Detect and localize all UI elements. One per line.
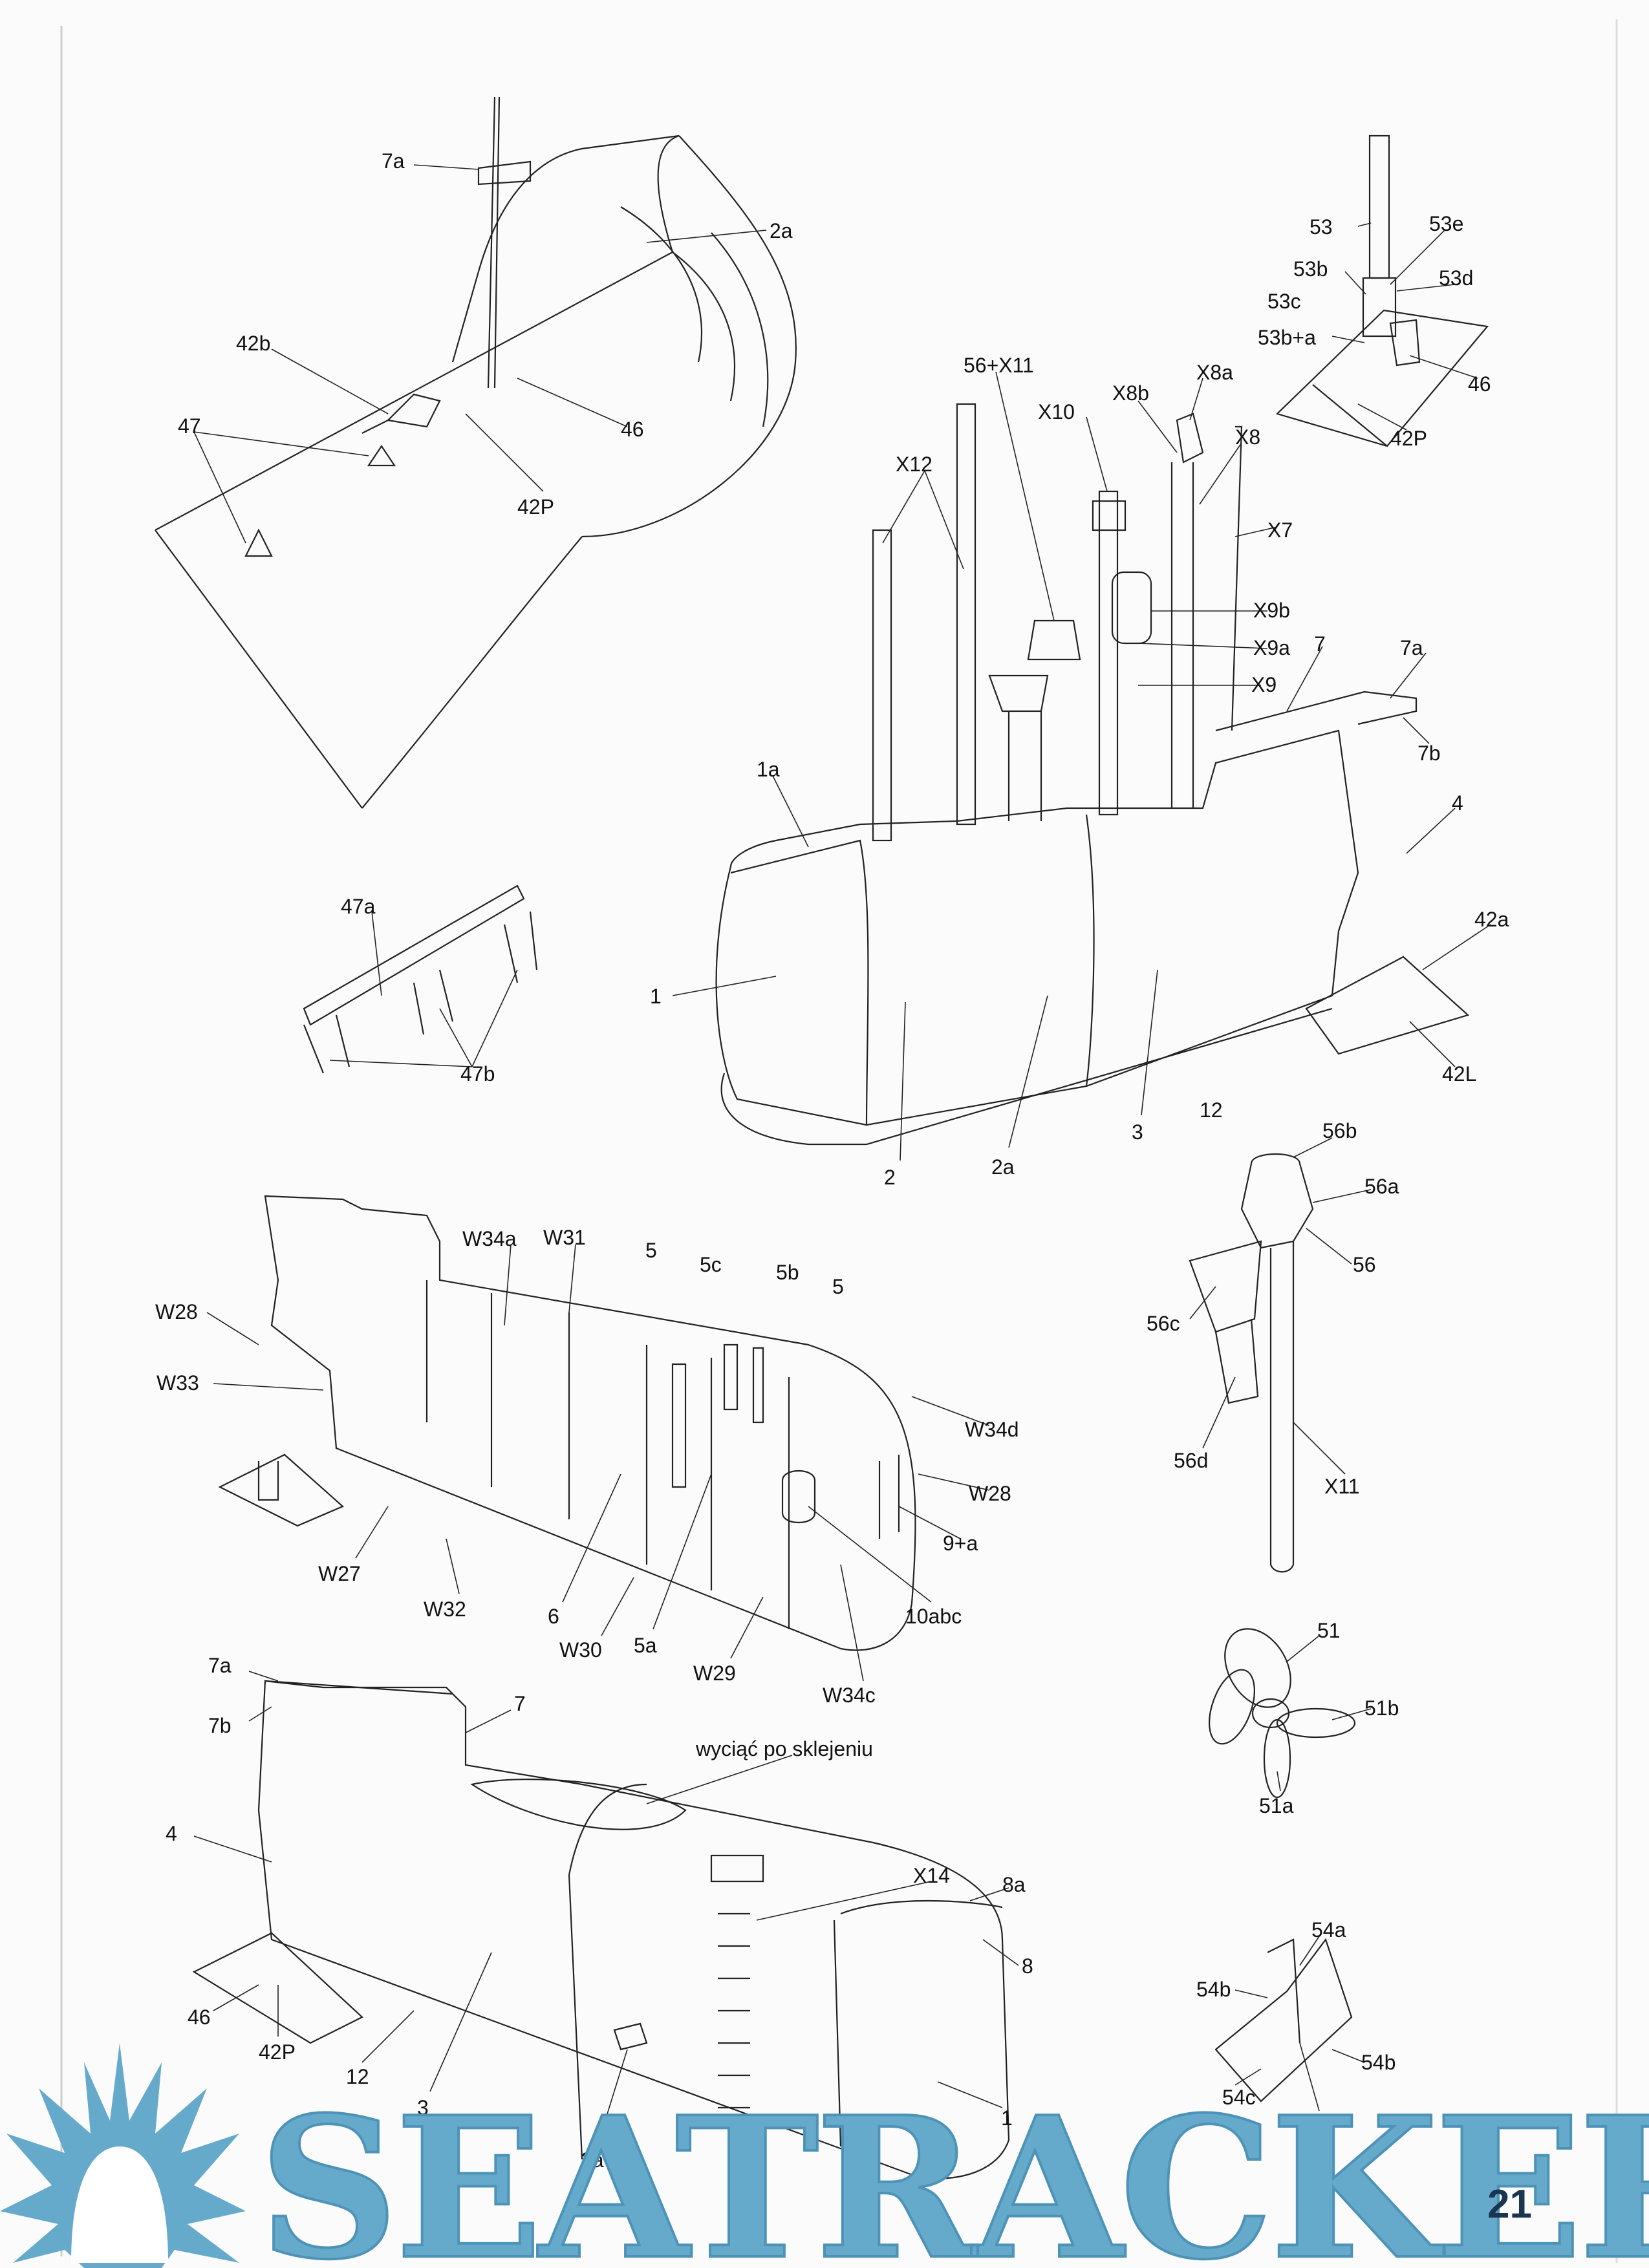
part-label: 42b (236, 332, 270, 355)
part-label: 46 (188, 2006, 211, 2029)
rail-drawing: 47a 47b (303, 884, 538, 1086)
part-label: 2a (770, 219, 793, 242)
part-label: W33 (156, 1371, 199, 1395)
part-label: 56d (1174, 1449, 1208, 1472)
part-label: 46 (621, 418, 644, 441)
periscope-bracket-drawing: 53 53e 53b 53d 53c 53b+a 46 42P (1258, 134, 1491, 450)
part-label: X8 (1235, 425, 1260, 449)
part-label: 42a (1474, 908, 1509, 931)
part-label: X7 (1267, 519, 1293, 542)
conning-tower-drawing: 56+X11 X8a X8b X10 X8 X12 X7 X9b X9a 7 7… (650, 354, 1509, 1189)
leader-line (413, 164, 479, 170)
part-label: 1 (650, 985, 662, 1008)
part-label: X12 (896, 453, 932, 476)
part-label: W27 (318, 1562, 361, 1585)
part-label: 54 (1310, 2113, 1333, 2137)
part-label: 42P (259, 2040, 296, 2064)
part-label: 51 (1317, 1619, 1341, 1642)
part-label: 3 (1132, 1120, 1143, 1144)
wyciac-po-sklejeniu-note: wyciąć po sklejeniu (695, 1737, 873, 1760)
part-label: 47b (460, 1062, 495, 1086)
part-label: W31 (543, 1226, 586, 1249)
part-label: X14 (913, 1864, 950, 1887)
part-label: X9b (1253, 599, 1290, 622)
part-label: 5 (645, 1239, 657, 1262)
part-label: 7 (1314, 632, 1326, 656)
bottom-assembly-drawing: 7a 7 7b wyciąć po sklejeniu 4 X14 8a 8 5… (166, 1654, 1396, 2179)
part-label: 7 (514, 1692, 526, 1715)
part-label: X9 (1251, 673, 1277, 696)
part-label: 56 (1353, 1253, 1376, 1276)
part-label: W28 (155, 1300, 198, 1323)
part-label: 51b (1364, 1696, 1399, 1720)
sail-deck-drawing: 7a 2a 42b 47 46 42P (155, 96, 797, 809)
part-label: 1 (1001, 2106, 1013, 2130)
part-label: 46 (1468, 372, 1491, 396)
part-label: 8 (1022, 1954, 1033, 1978)
part-label: 42L (1442, 1062, 1476, 1086)
part-label: 9+a (943, 1532, 978, 1555)
part-label: X10 (1038, 400, 1075, 423)
part-label: 53e (1429, 212, 1463, 235)
snorkel-drawing: 56b 56a 56 56c 56d X11 (1147, 1119, 1399, 1573)
page-number: 21 (1487, 2182, 1532, 2227)
part-label: 56c (1147, 1312, 1180, 1335)
part-label: X8a (1196, 361, 1233, 384)
part-label: X9a (1253, 636, 1290, 659)
part-label: 54b (1361, 2051, 1396, 2074)
part-label: 7b (208, 1714, 232, 1737)
part-label: 47a (341, 895, 376, 918)
part-label: W30 (559, 1638, 602, 1662)
interior-drawing: W34a W31 5 5c 5b 5 W28 W33 W34d W28 9+a … (155, 1195, 1019, 1707)
part-label: 53 (1310, 215, 1333, 239)
part-label: 54a (1311, 1918, 1346, 1942)
part-label: 1a (757, 758, 780, 781)
part-label: 53c (1267, 290, 1301, 313)
part-label: W32 (424, 1598, 466, 1621)
part-label: 7a (1400, 636, 1423, 659)
part-label: 42P (1390, 427, 1427, 450)
part-label: X11 (1324, 1475, 1360, 1498)
part-label: 53d (1439, 266, 1473, 290)
part-label: 5b (776, 1261, 799, 1284)
part-label: 12 (1200, 1098, 1223, 1122)
part-label: W34d (965, 1418, 1019, 1441)
part-label: 7b (1417, 742, 1441, 765)
part-label: 56+X11 (964, 354, 1034, 377)
part-label: 7a (382, 149, 405, 173)
part-label: 2 (884, 1166, 896, 1189)
part-label: 5a (634, 1634, 657, 1657)
sun-logo-icon (0, 2043, 246, 2268)
part-label: 3 (417, 2096, 429, 2119)
part-label: 56b (1322, 1119, 1357, 1142)
part-label: 4 (1452, 791, 1463, 815)
part-label: 56a (1364, 1175, 1399, 1198)
part-label: W29 (693, 1662, 736, 1685)
part-label: W34a (462, 1227, 517, 1250)
part-label: 54b (1196, 1978, 1231, 2001)
watermark-text: SEATRACKER.RU (259, 2074, 1649, 2268)
part-label: 5c (700, 1253, 722, 1276)
part-label: W28 (969, 1482, 1011, 1505)
part-label: 6 (548, 1605, 559, 1628)
part-label: X8b (1112, 381, 1149, 405)
part-label: 53b (1293, 257, 1328, 281)
part-label: 42P (517, 495, 554, 519)
part-label: 12 (346, 2065, 369, 2088)
part-label: 2a (991, 1155, 1015, 1179)
part-label: 51a (1259, 1794, 1294, 1817)
part-label: 47 (178, 414, 201, 438)
propeller-drawing: 51 51b 51a (1209, 1619, 1399, 1817)
part-label: 54c (1222, 2086, 1256, 2109)
part-label: W34c (823, 1684, 876, 1707)
part-label: 7a (208, 1654, 232, 1677)
part-label: 8a (1002, 1873, 1026, 1896)
part-label: 5 (832, 1275, 844, 1298)
part-label: 10abc (905, 1605, 962, 1628)
part-label: 4 (166, 1822, 177, 1845)
part-label: 2a (581, 2148, 604, 2172)
part-label: 53b+a (1258, 326, 1316, 349)
seatracker-watermark: SEATRACKER.RU (0, 2043, 1649, 2268)
